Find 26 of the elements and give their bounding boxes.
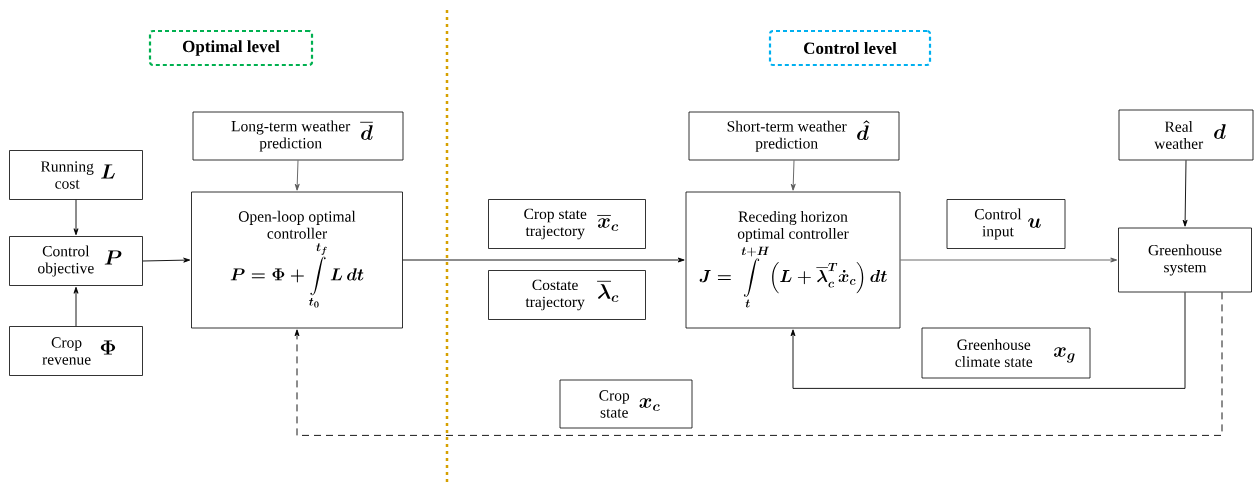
arrow	[899, 257, 1118, 263]
arrow	[73, 286, 79, 327]
arrow	[790, 291, 1186, 389]
arrow	[1182, 159, 1188, 227]
block-box: Short-term weather prediction $\hat{d}$	[688, 111, 900, 161]
block-box: Control objective $P$	[9, 236, 143, 286]
block-box: Greenhouse climate state $x_g$	[921, 327, 1091, 379]
arrow	[73, 199, 79, 236]
arrow	[294, 159, 300, 191]
arrow	[790, 159, 796, 191]
block-box: Greenhouse system	[1118, 227, 1252, 293]
level-heading-box: Optimal level	[148, 29, 314, 67]
level-heading-box: Control level	[768, 29, 932, 67]
arrow	[142, 257, 191, 263]
block-box: Long-term weather prediction $\overline{d}$	[192, 111, 404, 161]
block-box: Real weather $d$	[1118, 109, 1254, 161]
arrow	[402, 257, 685, 263]
block-box: Costate trajectory $\overline{\lambda}_c$	[488, 270, 646, 320]
block-box: Running cost $L$	[9, 150, 143, 200]
block-box: Crop state trajectory $\overline{x}_c$	[488, 199, 646, 249]
arrow	[294, 291, 1223, 436]
block-box: Control input $u$	[946, 199, 1066, 249]
block-box: Receding horizon optimal controller $J=\int\limits_{t}^{t+H}\left(L+\overline{\lambda}_c^T\dot{x}_c\right)dt$	[685, 191, 901, 329]
block-box: Open-loop optimal controller $P=\Phi+\int\limits_{t_0}^{t_f} L\,dt$	[191, 191, 403, 329]
block-box: Crop revenue $\Phi$	[9, 326, 143, 376]
block-box: Crop state $x_c$	[559, 379, 693, 429]
